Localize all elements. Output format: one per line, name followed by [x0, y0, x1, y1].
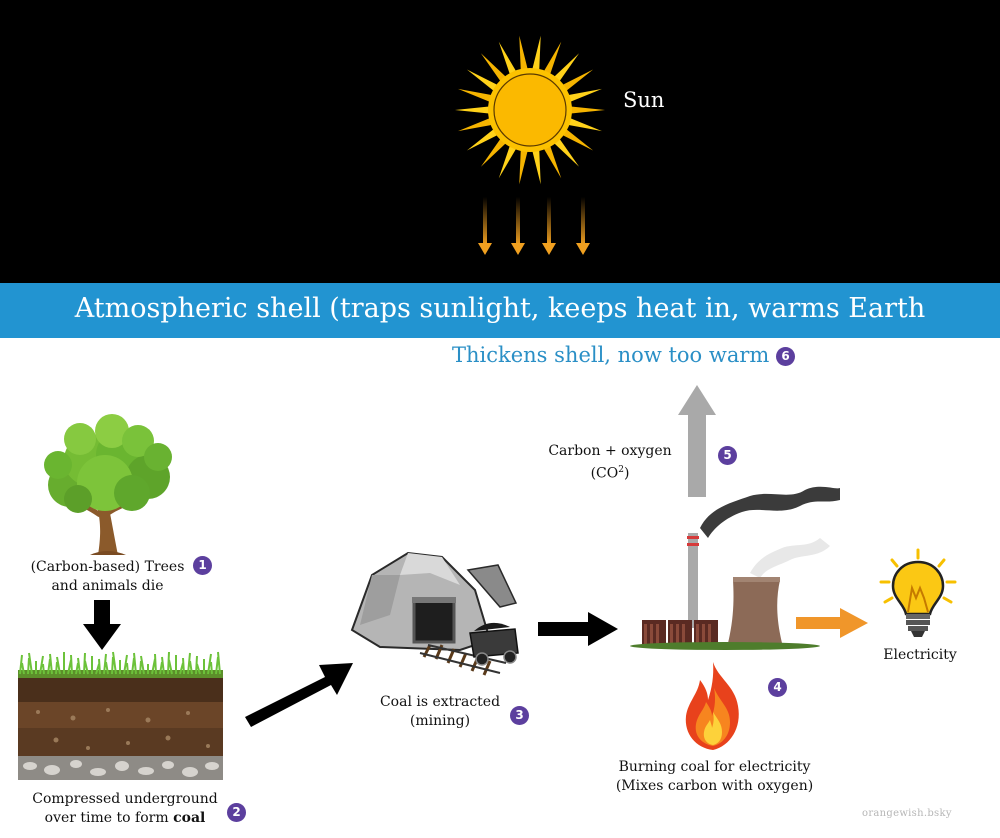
step-badge-1: 1 [193, 556, 212, 575]
step-4-caption: Burning coal for electricity (Mixes carb… [602, 758, 827, 796]
thickens-text: Thickens shell, now too warm [452, 343, 770, 367]
watermark: orangewish.bsky [862, 808, 952, 819]
tree-icon [44, 414, 172, 555]
step-1-line1: (Carbon-based) Trees [30, 559, 185, 575]
step-4-line2: (Mixes carbon with oxygen) [615, 778, 814, 794]
step-badge-5: 5 [718, 446, 737, 465]
step-4-line1: Burning coal for electricity [618, 759, 811, 775]
diagonal-arrow [245, 663, 353, 727]
sunlight-arrow [478, 197, 492, 255]
atmospheric-shell-band [0, 283, 1000, 338]
step-3-caption: Coal is extracted (mining) [370, 693, 510, 731]
atmospheric-shell-label: Atmospheric shell (traps sunlight, keeps… [74, 293, 926, 324]
step-2-line2: over time to form coal [44, 810, 206, 826]
coal-mine-icon [350, 551, 519, 676]
electricity-label: Electricity [883, 647, 957, 663]
step-badge-3: 3 [510, 706, 529, 725]
soil-layers-image [18, 651, 223, 780]
sun-label: Sun [623, 88, 665, 112]
step-badge-4: 4 [768, 678, 787, 697]
thickens-shell-label: Thickens shell, now too warm 6 [452, 343, 796, 367]
sunlight-arrows [478, 197, 590, 255]
sun-icon [455, 35, 605, 185]
step-5-line1: Carbon + oxygen [548, 443, 672, 459]
step-badge-2: 2 [227, 803, 246, 822]
light-bulb-icon [879, 548, 957, 637]
sunlight-arrow [511, 197, 525, 255]
step-2-caption: Compressed underground over time to form… [30, 790, 220, 828]
step-5-caption: Carbon + oxygen (CO2) [545, 442, 675, 484]
down-arrow [83, 600, 121, 650]
step-1-line2: and animals die [51, 578, 164, 594]
sunlight-arrow [576, 197, 590, 255]
step-3-line1: Coal is extracted [379, 694, 501, 710]
step-5-line2: (CO2) [590, 465, 630, 482]
step-2-line1: Compressed underground [32, 791, 218, 807]
right-arrow [538, 612, 618, 646]
co2-up-arrow [678, 385, 716, 497]
power-plant-icon [630, 486, 840, 650]
orange-arrow [796, 608, 868, 638]
sunlight-arrow [542, 197, 556, 255]
step-1-caption: (Carbon-based) Trees and animals die [25, 558, 190, 596]
step-badge-6: 6 [776, 347, 796, 366]
step-3-line2: (mining) [409, 713, 471, 729]
fire-icon [685, 662, 739, 750]
